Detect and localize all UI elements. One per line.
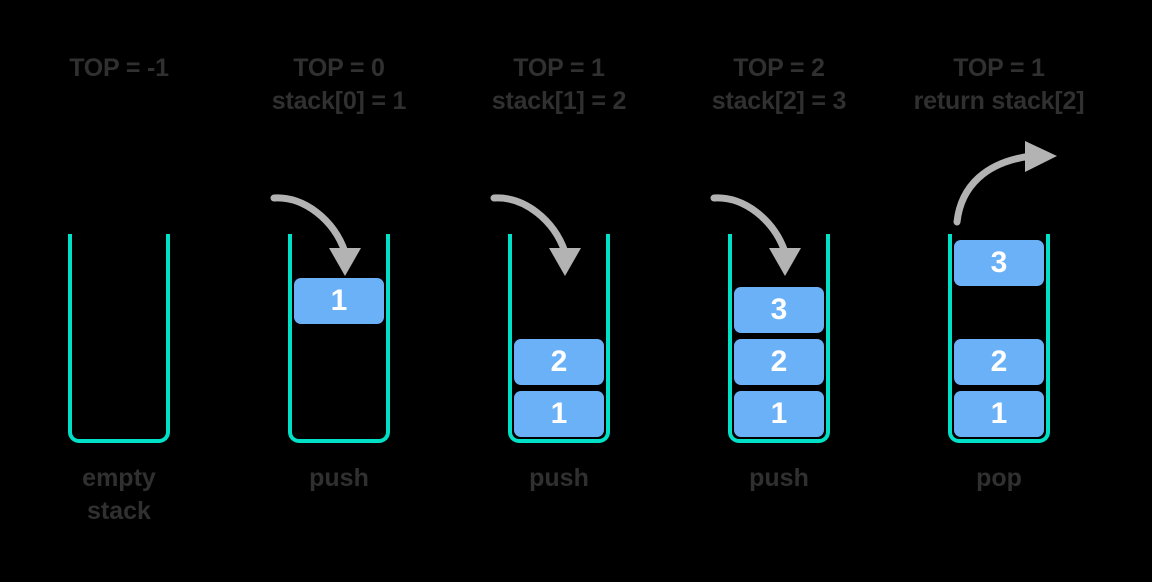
stack-item: 2 xyxy=(734,339,824,385)
caption-line-2: stack xyxy=(87,497,151,525)
column-header: TOP = 2 stack[2] = 3 xyxy=(674,52,884,118)
stack-item: 2 xyxy=(954,339,1044,385)
column-header: TOP = 1 stack[1] = 2 xyxy=(454,52,664,118)
stack-item: 1 xyxy=(954,391,1044,437)
caption-line-1: push xyxy=(749,464,809,492)
column-caption: push xyxy=(454,462,664,495)
column-caption: push xyxy=(674,462,884,495)
header-line-1: TOP = 1 xyxy=(513,54,605,82)
column-caption: empty stack xyxy=(14,462,224,528)
header-line-2: stack[2] = 3 xyxy=(711,87,847,115)
column-caption: pop xyxy=(894,462,1104,495)
stack-item: 1 xyxy=(734,391,824,437)
stack-container xyxy=(728,234,830,443)
caption-line-1: push xyxy=(309,464,369,492)
header-line-1: TOP = 2 xyxy=(733,54,825,82)
header-line-2: stack[1] = 2 xyxy=(491,87,627,115)
header-line-2: return stack[2] xyxy=(913,87,1085,115)
column-header: TOP = -1 xyxy=(14,52,224,85)
stack-container xyxy=(68,234,170,443)
caption-line-1: push xyxy=(529,464,589,492)
stack-item: 3 xyxy=(734,287,824,333)
stack-container xyxy=(288,234,390,443)
stack-column-push-3: TOP = 2 stack[2] = 3 3 2 1 push xyxy=(674,0,884,582)
header-line-1: TOP = -1 xyxy=(69,54,169,82)
stack-item: 1 xyxy=(514,391,604,437)
caption-line-1: empty xyxy=(82,464,156,492)
column-header: TOP = 0 stack[0] = 1 xyxy=(234,52,444,118)
stack-column-push-1: TOP = 0 stack[0] = 1 1 push xyxy=(234,0,444,582)
column-caption: push xyxy=(234,462,444,495)
column-header: TOP = 1 return stack[2] xyxy=(894,52,1104,118)
caption-line-1: pop xyxy=(976,464,1022,492)
header-line-2: stack[0] = 1 xyxy=(271,87,407,115)
stack-container xyxy=(508,234,610,443)
stack-item: 1 xyxy=(294,278,384,324)
stack-container xyxy=(948,234,1050,443)
stack-column-push-2: TOP = 1 stack[1] = 2 2 1 push xyxy=(454,0,664,582)
stack-item: 2 xyxy=(514,339,604,385)
stack-column-pop: TOP = 1 return stack[2] 3 2 1 pop xyxy=(894,0,1104,582)
stack-item-popped: 3 xyxy=(954,240,1044,286)
stack-column-empty-stack: TOP = -1 empty stack xyxy=(14,0,224,582)
header-line-1: TOP = 0 xyxy=(293,54,385,82)
header-line-1: TOP = 1 xyxy=(953,54,1045,82)
